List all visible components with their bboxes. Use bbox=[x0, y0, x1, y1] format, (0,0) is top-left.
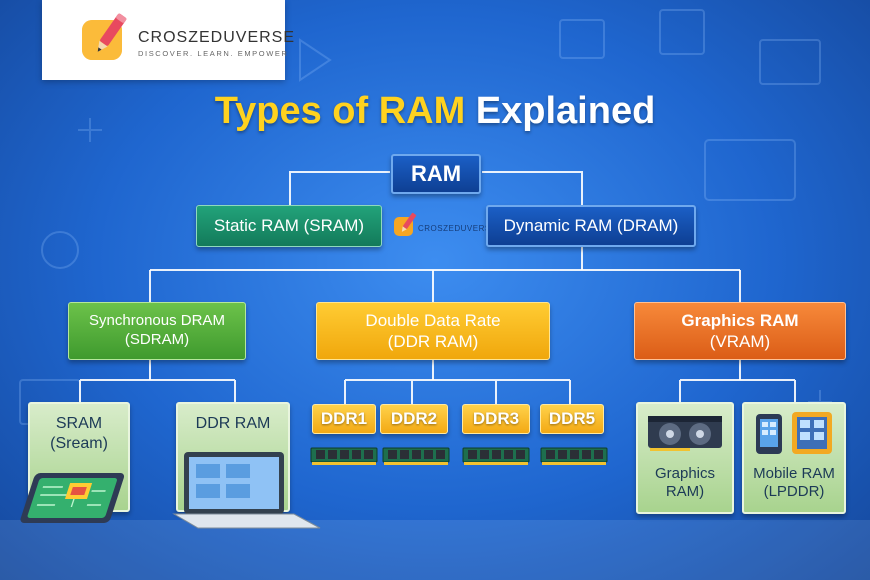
logo-tagline: DISCOVER. LEARN. EMPOWER bbox=[138, 49, 289, 58]
sram-node: Static RAM (SRAM) bbox=[196, 205, 382, 247]
ddr3-chip: DDR3 bbox=[462, 404, 530, 434]
pencil-logo-icon bbox=[82, 13, 127, 60]
memory-stick-icon bbox=[310, 447, 378, 465]
memory-stick-icon bbox=[382, 447, 450, 465]
sram-card-line2: (Sream) bbox=[50, 435, 108, 452]
ddr-line2: (DDR RAM) bbox=[387, 332, 479, 351]
ram-root-label: RAM bbox=[410, 161, 462, 187]
sdram-line1: Synchronous DRAM bbox=[89, 312, 225, 330]
tablet-circuit-icon bbox=[20, 473, 125, 523]
vram-node: Graphics RAM (VRAM) bbox=[634, 302, 846, 360]
ddr3-label: DDR3 bbox=[472, 409, 520, 429]
ddr5-chip: DDR5 bbox=[540, 404, 604, 434]
ram-root-node: RAM bbox=[391, 154, 481, 194]
ddr-ram-card-line1: DDR RAM bbox=[195, 415, 271, 432]
logo-name: CROSZEDUVERSE bbox=[138, 29, 296, 46]
watermark-logo-icon bbox=[394, 212, 417, 236]
graphics-ram-line1: Graphics bbox=[654, 464, 716, 482]
mobile-ram-line1: Mobile RAM bbox=[753, 464, 835, 482]
graphics-card-icon bbox=[648, 416, 722, 451]
title-rest: Explained bbox=[475, 90, 656, 132]
ddr-node: Double Data Rate (DDR RAM) bbox=[316, 302, 550, 360]
memory-stick-icon bbox=[540, 447, 608, 465]
memory-stick-icon bbox=[462, 447, 530, 465]
watermark-text: CROSZEDUVERSE bbox=[418, 224, 497, 233]
vram-line1: Graphics RAM bbox=[681, 310, 799, 330]
title-accent: Types of RAM bbox=[214, 90, 466, 132]
graphics-ram-line2: RAM) bbox=[665, 483, 705, 501]
sdram-node: Synchronous DRAM (SDRAM) bbox=[68, 302, 246, 360]
sram-card-line1: SRAM bbox=[55, 415, 103, 432]
ddr1-label: DDR1 bbox=[320, 409, 368, 429]
ddr2-label: DDR2 bbox=[390, 409, 438, 429]
dram-label: Dynamic RAM (DRAM) bbox=[503, 216, 679, 236]
ddr2-chip: DDR2 bbox=[380, 404, 448, 434]
phone-tablet-icon bbox=[756, 412, 832, 454]
page-title: Types of RAM Explained bbox=[0, 90, 870, 133]
sdram-line2: (SDRAM) bbox=[124, 331, 190, 348]
sram-label: Static RAM (SRAM) bbox=[213, 216, 365, 236]
vram-line2: (VRAM) bbox=[709, 332, 771, 351]
logo-card: CROSZEDUVERSE DISCOVER. LEARN. EMPOWER bbox=[42, 0, 294, 80]
laptop-icon bbox=[172, 452, 321, 529]
mobile-ram-line2: (LPDDR) bbox=[763, 483, 825, 501]
ddr1-chip: DDR1 bbox=[312, 404, 376, 434]
dram-node: Dynamic RAM (DRAM) bbox=[486, 205, 696, 247]
ddr5-label: DDR5 bbox=[548, 409, 596, 429]
ddr-line1: Double Data Rate bbox=[365, 310, 501, 330]
